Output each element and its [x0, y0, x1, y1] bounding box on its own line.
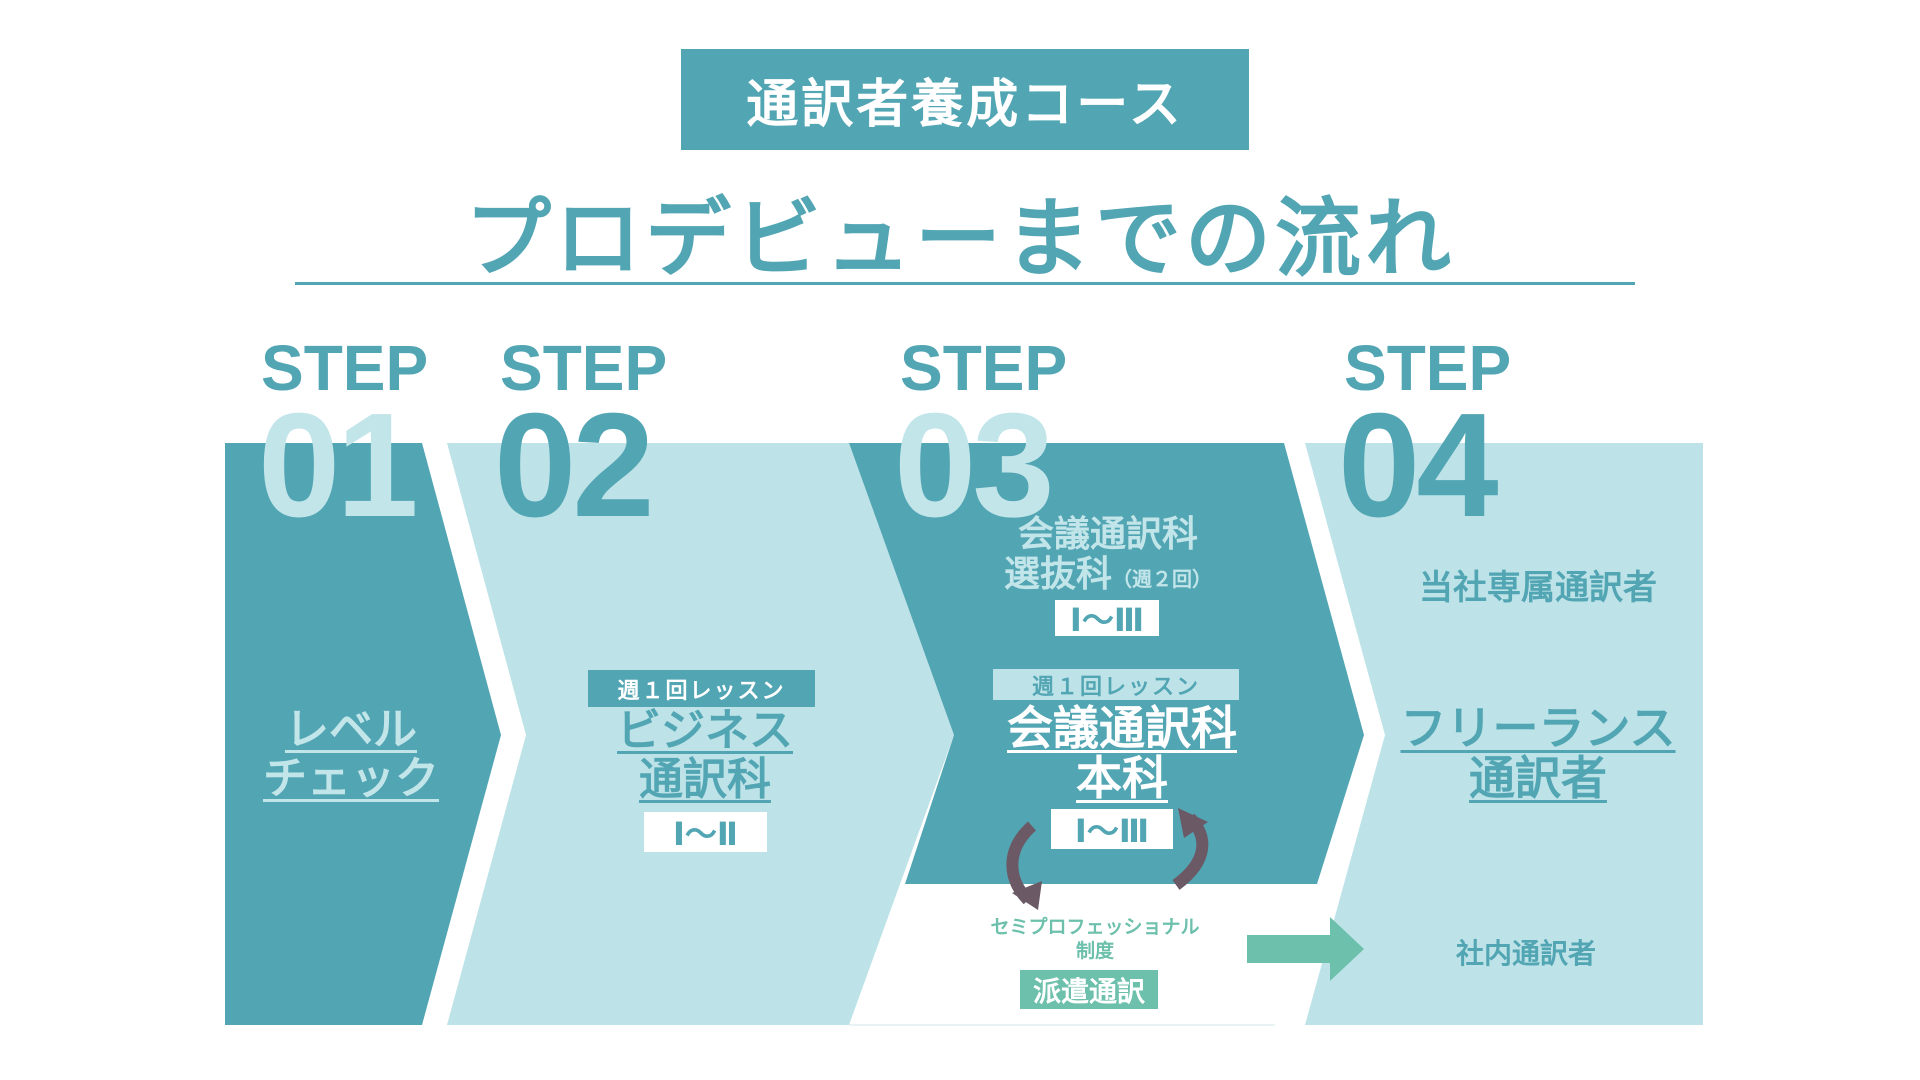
- business-level-badge: Ⅰ〜Ⅱ: [644, 812, 767, 853]
- level-check-text: レベル チェック: [263, 705, 439, 803]
- panel-step-01: [225, 443, 501, 1025]
- step-01-label: STEP: [261, 332, 429, 404]
- weekly-lesson-tag-conference: 週１回レッスン: [993, 669, 1239, 700]
- step-03-label: STEP: [900, 332, 1068, 404]
- business-course-line-1: ビジネス: [617, 705, 793, 756]
- level-check-line-1: レベル: [285, 704, 417, 755]
- panel-step-04: [1305, 443, 1703, 1025]
- freelance-line-1: フリーランス: [1400, 701, 1676, 755]
- conference-line-1: 会議通訳科: [1007, 701, 1237, 755]
- step-01-number: 01: [258, 383, 419, 548]
- selection-line-2: 選抜科: [1003, 554, 1113, 595]
- in-house-interpreter-text: 社内通訳者: [1455, 937, 1597, 970]
- conference-level-badge: Ⅰ〜Ⅲ: [1051, 809, 1173, 850]
- step-02-label: STEP: [500, 332, 668, 404]
- selection-line-1: 会議通訳科: [1017, 514, 1199, 555]
- course-title-banner: 通訳者養成コース: [681, 49, 1249, 150]
- selection-level-badge: Ⅰ〜Ⅲ: [1055, 600, 1159, 639]
- panel-step-03: [849, 443, 1364, 884]
- exclusive-interpreter-text: 当社専属通訳者: [1419, 568, 1657, 608]
- progress-arrow-icon: [1247, 917, 1364, 981]
- conference-course-text: 会議通訳科 本科: [1007, 703, 1237, 803]
- cycle-arrow-down-head: [1012, 881, 1042, 910]
- step-04-label: STEP: [1344, 332, 1512, 404]
- divider: [295, 282, 1635, 285]
- business-course-line-2: 通訳科: [639, 754, 771, 805]
- selection-note: （週２回）: [1112, 567, 1213, 591]
- selection-course-text: 会議通訳科 選抜科（週２回）: [1004, 515, 1212, 599]
- business-course-text: ビジネス 通訳科: [617, 706, 793, 804]
- semi-pro-system-text: セミプロフェッショナル 制度: [990, 915, 1199, 963]
- freelance-interpreter-text: フリーランス 通訳者: [1400, 703, 1675, 803]
- page-title: プロデビューまでの流れ: [465, 189, 1455, 289]
- step-03-number: 03: [894, 383, 1055, 548]
- cycle-arrow-up-head: [1178, 808, 1208, 838]
- level-check-line-2: チェック: [263, 753, 439, 804]
- panel-step-02: [447, 443, 954, 1025]
- dispatch-interpreting-badge: 派遣通訳: [1020, 970, 1158, 1009]
- conference-line-2: 本科: [1076, 751, 1168, 805]
- freelance-line-2: 通訳者: [1469, 751, 1607, 805]
- semi-pro-line-1: セミプロフェッショナル: [990, 916, 1200, 938]
- weekly-lesson-tag: 週１回レッスン: [588, 670, 815, 707]
- step-04-number: 04: [1338, 383, 1499, 548]
- semi-pro-line-2: 制度: [1075, 940, 1115, 962]
- step-02-number: 02: [494, 383, 655, 548]
